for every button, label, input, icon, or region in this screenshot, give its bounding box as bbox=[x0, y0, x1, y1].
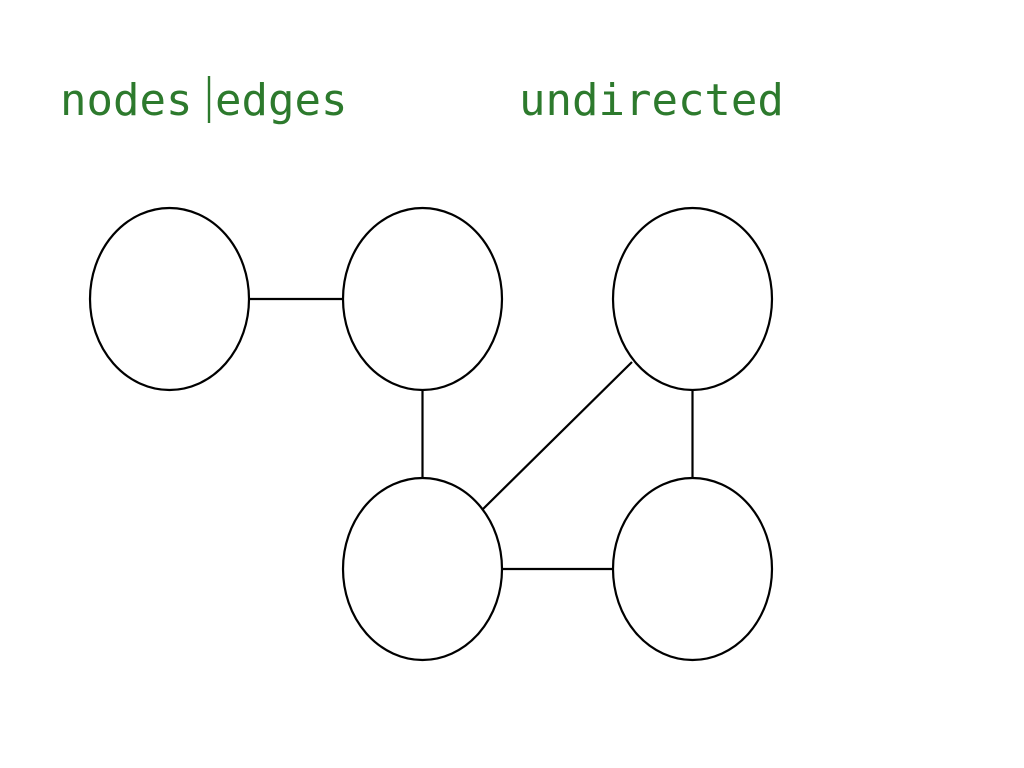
label-undirected: undirected bbox=[519, 75, 784, 126]
graph-node-c[interactable] bbox=[611, 206, 774, 392]
graph-node-b[interactable] bbox=[341, 206, 504, 392]
edge-layer bbox=[249, 297, 694, 571]
label-edges: edges bbox=[215, 75, 347, 126]
graph-node-e[interactable] bbox=[611, 476, 774, 662]
node-layer bbox=[88, 206, 774, 662]
graph-node-a[interactable] bbox=[88, 206, 251, 392]
label-group: nodes edges undirected bbox=[60, 75, 784, 126]
graph-node-d[interactable] bbox=[341, 476, 504, 662]
graph-edge-d-c[interactable] bbox=[482, 361, 633, 510]
label-nodes: nodes bbox=[60, 75, 192, 126]
